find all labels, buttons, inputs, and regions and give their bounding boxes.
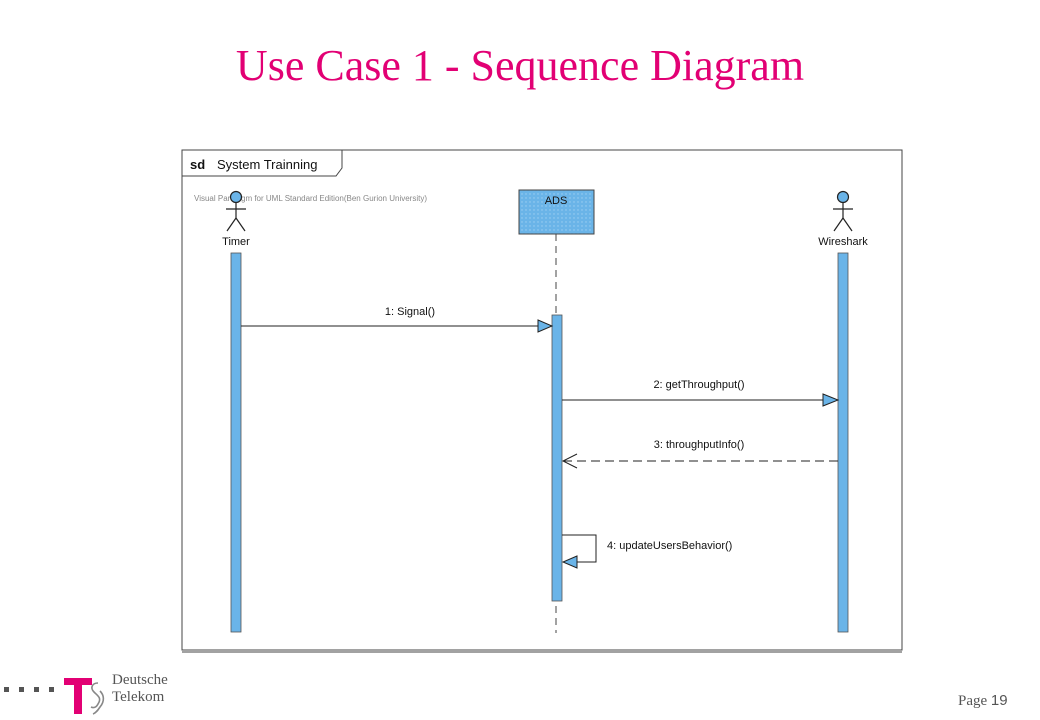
message-3-label: 3: throughputInfo() (654, 439, 745, 451)
page-number: 19 (990, 692, 1008, 709)
message-1-arrowhead (537, 319, 554, 333)
message-3-arrowhead (561, 453, 578, 469)
lifeline-label-wireshark: Wireshark (818, 236, 868, 248)
timer-actor-icon (226, 190, 246, 232)
message-2-arrowhead (822, 393, 840, 407)
message-4-label: 4: updateUsersBehavior() (607, 540, 732, 552)
brand-name: Deutsche Telekom (112, 672, 168, 706)
brand-line-2: Telekom (112, 689, 165, 705)
message-4-arrowhead (561, 555, 578, 569)
message-4-line (562, 534, 597, 563)
telekom-logo-icon (4, 678, 105, 715)
lifeline-label-timer: Timer (222, 236, 250, 248)
message-1-label: 1: Signal() (385, 306, 435, 318)
ads-activation-bar (551, 314, 563, 602)
message-2-label: 2: getThroughput() (653, 379, 744, 391)
wireshark-activation-bar (837, 252, 849, 633)
wireshark-actor-icon (833, 190, 853, 232)
ads-object-box (518, 189, 595, 235)
brand-line-1: Deutsche (112, 672, 168, 688)
timer-activation-bar (230, 252, 242, 633)
frame-tab (182, 150, 343, 177)
page-indicator: Page 19 (958, 692, 1008, 710)
frame-keyword: sd (190, 157, 205, 172)
watermark-text: Visual Paradigm for UML Standard Edition… (194, 194, 427, 203)
page-label: Page (958, 693, 988, 709)
frame-name: System Trainning (217, 157, 317, 172)
slide-title: Use Case 1 - Sequence Diagram (235, 41, 805, 90)
lifeline-label-ads: ADS (545, 195, 568, 207)
